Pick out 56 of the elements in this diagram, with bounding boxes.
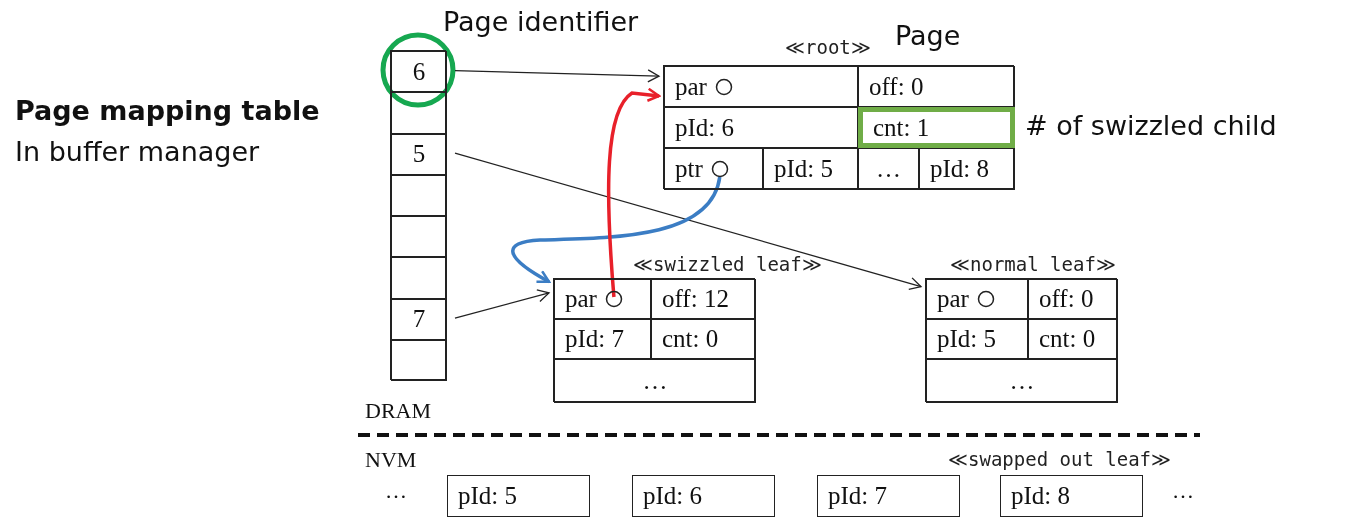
ellipsis: … xyxy=(385,478,407,504)
table-cell: off: 12 xyxy=(651,279,756,319)
field-name: par xyxy=(937,285,969,313)
table-cell: … xyxy=(554,359,756,403)
page-box: pId: 6 xyxy=(632,475,775,517)
table-cell: off: 0 xyxy=(858,66,1015,107)
table-cell xyxy=(391,92,447,134)
page-record xyxy=(663,65,1014,189)
page-box: pId: 7 xyxy=(817,475,960,517)
table-cell: 7 xyxy=(391,298,447,340)
stereotype-label: ≪swizzled leaf≫ xyxy=(633,253,822,275)
arrow xyxy=(454,289,550,319)
table-cell: pId: 5 xyxy=(763,148,858,190)
table-cell: cnt: 0 xyxy=(1028,319,1118,359)
title-label: Page mapping table xyxy=(15,95,320,126)
table-cell xyxy=(664,148,763,190)
page-record xyxy=(553,278,755,402)
arrow xyxy=(606,87,661,298)
stereotype-label: ≪root≫ xyxy=(785,36,871,58)
field-name: par xyxy=(675,72,707,101)
field-name: par xyxy=(565,285,597,313)
mapping-table xyxy=(390,50,446,380)
table-cell: … xyxy=(926,359,1118,403)
table-cell: pId: 5 xyxy=(926,319,1028,359)
arrow xyxy=(454,69,660,83)
table-cell xyxy=(554,279,651,319)
field-name: ptr xyxy=(675,155,703,183)
stereotype-label: ≪swapped out leaf≫ xyxy=(948,448,1172,470)
table-cell xyxy=(391,216,447,258)
page-record xyxy=(925,278,1117,402)
table-cell xyxy=(926,279,1028,319)
table-cell: off: 0 xyxy=(1028,279,1118,319)
table-cell: 6 xyxy=(391,51,447,93)
arrow xyxy=(511,176,722,284)
table-cell: cnt: 1 xyxy=(858,107,1015,148)
table-cell: … xyxy=(858,148,919,190)
table-cell: 5 xyxy=(391,133,447,175)
arrow xyxy=(454,152,922,291)
stereotype-label: ≪normal leaf≫ xyxy=(950,253,1116,275)
table-cell: pId: 8 xyxy=(919,148,1015,190)
region-label: NVM xyxy=(365,447,417,473)
table-cell: cnt: 0 xyxy=(651,319,756,359)
page-box: pId: 5 xyxy=(447,475,590,517)
table-cell xyxy=(391,174,447,216)
subtitle-label: In buffer manager xyxy=(15,136,260,167)
table-cell xyxy=(391,257,447,299)
caption-label: Page xyxy=(895,20,961,51)
caption-label: Page identifier xyxy=(443,6,639,37)
table-cell xyxy=(391,339,447,381)
table-cell: pId: 6 xyxy=(664,107,858,148)
table-cell xyxy=(664,66,858,107)
annotation-label: # of swizzled child xyxy=(1025,110,1277,141)
table-cell: pId: 7 xyxy=(554,319,651,359)
ellipsis: … xyxy=(1172,478,1194,504)
region-label: DRAM xyxy=(365,398,431,424)
page-box: pId: 8 xyxy=(1000,475,1143,517)
